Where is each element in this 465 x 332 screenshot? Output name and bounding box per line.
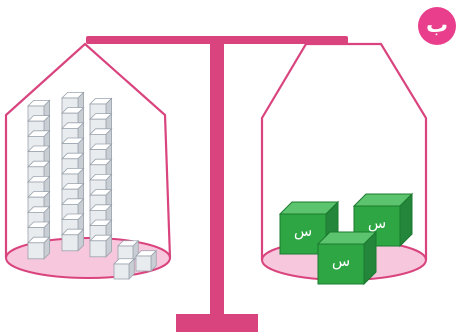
x-cube: س xyxy=(318,232,376,284)
cube-label: س xyxy=(368,214,386,232)
unit-cube xyxy=(28,237,50,259)
single-unit-cube xyxy=(118,241,138,261)
left-pan xyxy=(6,44,170,279)
ten-rod xyxy=(62,92,84,250)
single-unit-cube xyxy=(114,259,134,279)
cube-label: س xyxy=(332,252,350,270)
right-pan: س س س xyxy=(262,44,426,284)
unit-cube xyxy=(62,229,84,251)
scale-beam xyxy=(86,36,348,44)
scale-post xyxy=(210,44,224,316)
ten-rod xyxy=(90,98,112,256)
ten-rod xyxy=(28,100,50,258)
scale-base xyxy=(176,314,258,332)
cube-label: س xyxy=(294,222,312,240)
unit-cube xyxy=(90,235,112,257)
single-unit-cube xyxy=(136,251,156,271)
